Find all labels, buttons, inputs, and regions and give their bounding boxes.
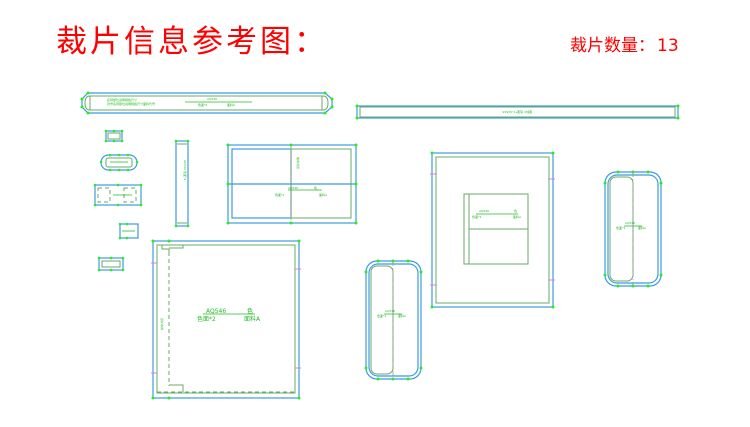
large-part: 色 (247, 307, 253, 315)
center-type: 面料A (319, 192, 328, 197)
piece-count: 裁片数量：13 (568, 31, 679, 56)
center-material: 色面*2 (275, 192, 285, 197)
center-part: 色 (314, 185, 317, 190)
pattern-piece-panel[interactable]: AQ546 色 色面*2 面料A (430, 151, 555, 309)
strip-style: AQ546 (207, 97, 217, 101)
pattern-piece-small-1[interactable] (104, 129, 124, 143)
pattern-piece-vertical-strip[interactable]: AQ546 色面*2 (174, 139, 190, 228)
strip-type: 面料C (227, 102, 235, 107)
rounded-left-type: 面料A (398, 313, 407, 318)
panel-material: 色面*2 (472, 214, 482, 219)
strip-material: 色面*2 (198, 102, 208, 107)
rounded-left-material: 色面*1 (377, 313, 387, 318)
pattern-piece-small-5[interactable] (97, 256, 125, 272)
pattern-piece-rounded-right[interactable]: AQ546 色面*1 面料A (603, 170, 663, 288)
rounded-right-style: AQ546 (625, 221, 635, 225)
panel-style: AQ546 (479, 209, 489, 213)
rounded-right-type: 面料A (638, 225, 647, 230)
large-side-note: 前中对折 (159, 318, 164, 330)
large-style: AQ546 (206, 308, 226, 315)
panel-part: 色 (514, 208, 517, 213)
large-material: 色面*2 (197, 315, 216, 323)
pattern-piece-center-rect[interactable]: 前中对折 AQ546 色 色面*2 面料A (226, 143, 358, 225)
pattern-piece-long-strip[interactable]: 名称部位说明规格尺寸 款号名称部位说明规格尺寸面料代号 AQ546 色面*2 面… (80, 91, 334, 115)
pattern-piece-large[interactable]: 前中对折 AQ546 色 色面*2 面料A (151, 239, 301, 400)
large-type: 面料A (244, 315, 261, 323)
piece-count-value: 13 (657, 36, 679, 56)
pattern-piece-small-4[interactable] (118, 222, 139, 240)
pattern-piece-small-2[interactable] (99, 153, 139, 172)
piece-count-label: 裁片数量： (570, 36, 655, 56)
svg-text:面料C 色面*2 AQ546: 面料C 色面*2 AQ546 (502, 110, 532, 115)
pattern-piece-rounded-left[interactable]: AQ546 色面*1 面料A (364, 259, 423, 381)
svg-text:AQ546 色面*2: AQ546 色面*2 (183, 160, 188, 181)
page-title: 裁片信息参考图： (56, 24, 328, 60)
pattern-piece-small-3[interactable] (93, 183, 143, 207)
center-side-note: 前中对折 (296, 157, 301, 169)
panel-type: 面料A (513, 214, 522, 219)
svg-text:款号名称部位说明规格尺寸面料代号: 款号名称部位说明规格尺寸面料代号 (107, 101, 155, 106)
svg-text:名称部位说明规格尺寸: 名称部位说明规格尺寸 (107, 97, 137, 102)
center-style: AQ546 (288, 186, 298, 190)
rounded-left-style: AQ546 (385, 309, 395, 313)
rounded-right-material: 色面*1 (616, 225, 626, 230)
pattern-piece-band[interactable]: 面料C 色面*2 AQ546 (355, 104, 680, 120)
